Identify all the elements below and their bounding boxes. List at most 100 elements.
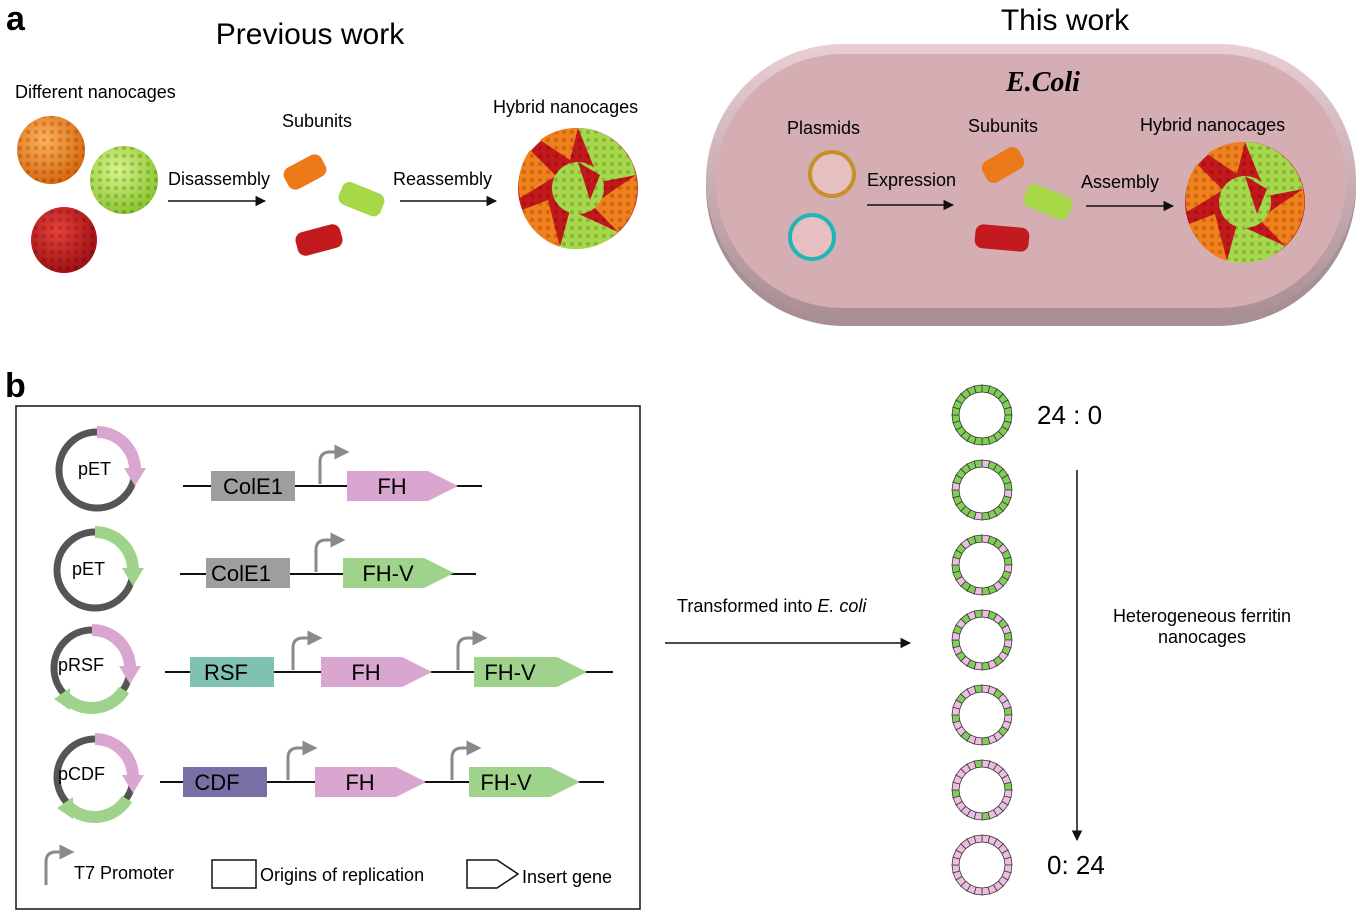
ori-label: ColE1 <box>211 561 271 586</box>
gene-box <box>315 767 426 797</box>
ring-segment-pink <box>1003 856 1013 866</box>
plasmid-arc-icon <box>64 795 133 823</box>
ring-segment-green <box>951 414 961 424</box>
gene-box <box>347 471 458 501</box>
cell-red-subunit-icon <box>974 224 1030 252</box>
t7-promoter-icon <box>291 630 323 670</box>
t7-promoter-icon <box>318 444 350 484</box>
ring-segment-green <box>951 489 961 499</box>
hybrid-nanocages-label: Hybrid nanocages <box>493 97 638 117</box>
ferritin-ring-icon <box>951 609 1013 671</box>
ferritin-ring-icon <box>951 684 1013 746</box>
ferritin-rings <box>951 384 1013 896</box>
plasmid-label: pRSF <box>58 655 104 675</box>
ring-segment-green <box>1003 556 1013 566</box>
ring-segment-green <box>1003 781 1013 791</box>
construct-row-2: pET ColE1 FH-V <box>53 526 476 612</box>
ori-label: CDF <box>194 770 239 795</box>
ferritin-ring-icon <box>951 384 1013 446</box>
legend-t7-promoter-icon <box>44 844 75 885</box>
green-subunit-icon <box>338 182 385 217</box>
transform-label: Transformed into E. coli <box>677 596 867 616</box>
legend-promoter-label: T7 Promoter <box>74 863 174 883</box>
ori-label: ColE1 <box>223 474 283 499</box>
cell-hybrid-label: Hybrid nanocages <box>1140 115 1285 135</box>
ori-label: RSF <box>204 660 248 685</box>
ring-segment-pink <box>951 864 961 874</box>
ring-segment-green <box>981 736 991 746</box>
t7-promoter-icon <box>314 532 346 572</box>
plasmid-gold-icon <box>808 150 856 198</box>
ferritin-ring-icon <box>951 759 1013 821</box>
ring-segment-green <box>951 789 961 799</box>
reassembly-label: Reassembly <box>393 169 492 189</box>
ring-segment-green <box>951 714 961 724</box>
gene-label: FH <box>377 474 406 499</box>
plasmid-arrowhead-icon <box>54 688 70 710</box>
ring-segment-green <box>951 564 961 574</box>
subunits-label: Subunits <box>282 111 352 131</box>
cell-green-subunit-icon <box>1023 184 1073 220</box>
heterogeneous-label-line1: Heterogeneous ferritin <box>1113 606 1291 626</box>
plasmid-arrowhead-icon <box>57 797 73 819</box>
red-nanocage-icon <box>31 207 97 273</box>
this-work-title: This work <box>1001 4 1130 37</box>
disassembly-label: Disassembly <box>168 169 270 189</box>
green-nanocage-icon <box>90 146 158 214</box>
ring-segment-green <box>973 759 983 769</box>
gene-label: FH <box>345 770 374 795</box>
ori-box <box>183 767 267 797</box>
ring-segment-green <box>981 511 991 521</box>
plasmid-arc-icon <box>91 624 136 669</box>
gene-label: FH <box>351 660 380 685</box>
t7-promoter-icon <box>456 630 488 670</box>
legend-insert-icon <box>466 859 520 889</box>
panel-b-letter: b <box>5 367 26 405</box>
plasmid-arc-icon <box>61 686 130 714</box>
cell-subunits-label: Subunits <box>968 116 1038 136</box>
ori-box <box>190 657 274 687</box>
construct-row-1: pET ColE1 FH <box>55 426 482 512</box>
expression-label: Expression <box>867 170 956 190</box>
ratio-bottom-label: 0: 24 <box>1047 850 1105 880</box>
ferritin-ring-icon <box>951 834 1013 896</box>
ferritin-ring-icon <box>951 459 1013 521</box>
plasmid-label: pCDF <box>58 764 105 784</box>
orange-subunit-icon <box>283 154 327 190</box>
red-subunit-icon <box>295 224 343 256</box>
gene-box <box>469 767 580 797</box>
gene-label: FH-V <box>362 561 414 586</box>
ring-segment-green <box>973 534 983 544</box>
ori-box <box>206 558 290 588</box>
ring-segment-green <box>1003 631 1013 641</box>
plasmids-label: Plasmids <box>787 118 860 138</box>
assembly-label: Assembly <box>1081 172 1159 192</box>
gene-box <box>343 558 454 588</box>
gene-box <box>474 657 587 687</box>
cell-hybrid-nanocage-icon <box>1185 141 1305 264</box>
ring-segment-pink <box>981 886 991 896</box>
orange-nanocage-icon <box>17 116 85 184</box>
ring-segment-pink <box>973 834 983 844</box>
ring-segment-green <box>973 459 983 469</box>
ring-segment-green <box>1003 406 1013 416</box>
hybrid-nanocage-icon <box>518 127 638 250</box>
ratio-top-label: 24 : 0 <box>1037 400 1102 430</box>
legend: T7 Promoter Origins of replication Inser… <box>44 844 612 889</box>
ring-segment-green <box>973 609 983 619</box>
plasmid-arrowhead-icon <box>122 568 144 586</box>
different-nanocages-label: Different nanocages <box>15 82 176 102</box>
ring-segment-green <box>1003 706 1013 716</box>
previous-work-title: Previous work <box>216 18 405 51</box>
ecoli-title: E.Coli <box>1005 67 1080 98</box>
constructs-box <box>15 405 641 910</box>
plasmid-arc-icon <box>94 526 139 571</box>
gene-label: FH-V <box>480 770 532 795</box>
ecoli-cell <box>706 44 1356 326</box>
construct-row-4: pCDF CDF FH FH-V <box>53 733 604 823</box>
plasmid-arc-icon <box>96 426 141 471</box>
legend-ori-icon <box>211 859 257 889</box>
heterogeneous-label-line2: nanocages <box>1158 627 1246 647</box>
plasmid-arrowhead-icon <box>124 468 146 486</box>
